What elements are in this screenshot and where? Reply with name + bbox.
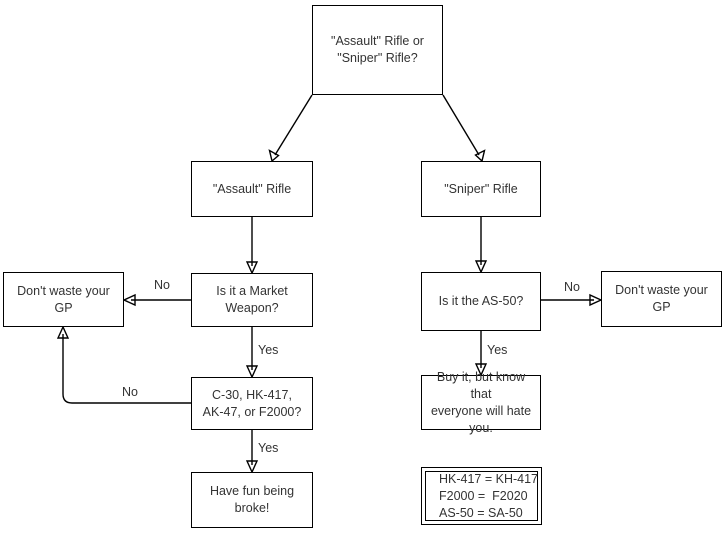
node-buy-it-warning[interactable]: Buy it, but know that everyone will hate… [421,370,541,435]
legend-line-1: HK-417 = KH-417 [439,471,539,486]
node-sniper-rifle-label: "Sniper" Rifle [444,181,518,196]
node-gun-list-question-label: C-30, HK-417, AK-47, or F2000? [202,387,302,419]
edge-root-to-assault-head [268,149,280,163]
legend-line-3: AS-50 = SA-50 [439,505,523,520]
legend-line-2: F2000 = F2020 [439,488,528,503]
edge-label-as50-no: No [562,280,582,294]
edge-as50-no-head [589,293,603,307]
edge-assault-to-market-head [245,261,259,275]
edge-label-gunlist-no: No [120,385,140,399]
edge-label-market-yes: Yes [256,343,281,357]
node-gun-list-question[interactable]: C-30, HK-417, AK-47, or F2000? [191,377,313,430]
node-assault-rifle-label: "Assault" Rifle [212,181,292,196]
node-dont-waste-gp-left[interactable]: Don't waste your GP [3,272,124,327]
edge-gunlist-no-head [56,325,70,339]
edge-label-as50-yes: Yes [485,343,510,357]
edge-root-to-sniper-head [474,149,486,163]
edge-root-to-sniper [442,94,480,156]
edge-market-no-head [122,293,136,307]
edge-root-to-assault [274,94,313,156]
edge-gunlist-yes-head [245,460,259,474]
legend-box: HK-417 = KH-417 F2000 = F2020 AS-50 = SA… [421,467,542,525]
legend-inner: HK-417 = KH-417 F2000 = F2020 AS-50 = SA… [425,471,538,521]
node-dont-waste-gp-right-label: Don't waste your GP [615,283,708,314]
edge-market-yes-head [245,365,259,379]
node-market-weapon-question[interactable]: Is it a Market Weapon? [191,273,313,327]
node-dont-waste-gp-right[interactable]: Don't waste your GP [601,271,722,327]
edge-label-gunlist-yes: Yes [256,441,281,455]
node-market-weapon-label: Is it a Market Weapon? [216,284,288,315]
node-as50-question-label: Is it the AS-50? [438,294,524,308]
node-have-fun-being-broke[interactable]: Have fun being broke! [191,472,313,528]
node-root-question[interactable]: "Assault" Rifle or "Sniper" Rifle? [312,5,443,95]
node-buy-it-warning-label: Buy it, but know that everyone will hate… [430,369,532,435]
node-root-question-label: "Assault" Rifle or "Sniper" Rifle? [331,34,424,65]
edge-sniper-to-as50-head [474,260,488,274]
node-as50-question[interactable]: Is it the AS-50? [421,272,541,331]
node-assault-rifle[interactable]: "Assault" Rifle [191,161,313,217]
node-have-fun-being-broke-label: Have fun being broke! [209,484,295,515]
node-sniper-rifle[interactable]: "Sniper" Rifle [421,161,541,217]
edge-label-market-no: No [152,278,172,292]
node-dont-waste-gp-left-label: Don't waste your GP [17,283,110,315]
